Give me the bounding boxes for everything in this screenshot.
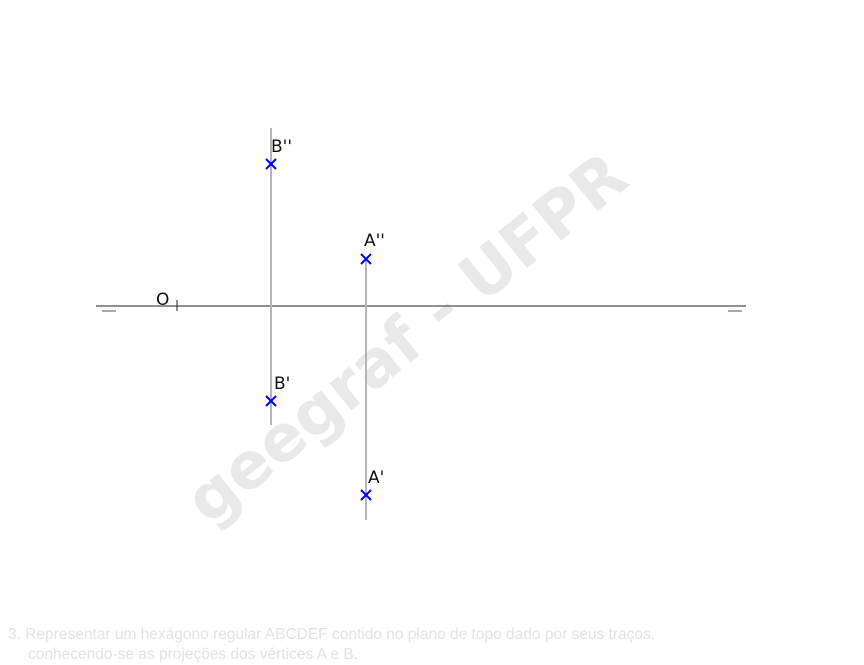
point-a-frontal-marker: [360, 253, 372, 265]
point-a-horizontal-projection: A': [360, 468, 384, 501]
point-b-horizontal-marker: [265, 395, 277, 407]
instruction-line-2: conhecendo-se as projeções dos vértices …: [28, 646, 359, 663]
point-a-horizontal-label: A': [368, 468, 384, 488]
point-a-horizontal-marker: [360, 489, 372, 501]
exercise-instruction: 3. Representar um hexágono regular ABCDE…: [8, 625, 856, 665]
watermark-text: geegraf - UFPR: [172, 139, 641, 539]
point-a-frontal-label: A'': [364, 231, 385, 251]
point-b-frontal-marker: [265, 158, 277, 170]
point-b-frontal-label: B'': [271, 137, 292, 157]
origin-label: O: [156, 290, 169, 310]
point-b-horizontal-label: B': [274, 374, 290, 394]
point-b-horizontal-projection: B': [265, 374, 290, 407]
point-b-frontal-projection: B'': [265, 137, 292, 170]
point-a-frontal-projection: A'': [360, 231, 385, 265]
instruction-line-1: 3. Representar um hexágono regular ABCDE…: [8, 626, 656, 643]
